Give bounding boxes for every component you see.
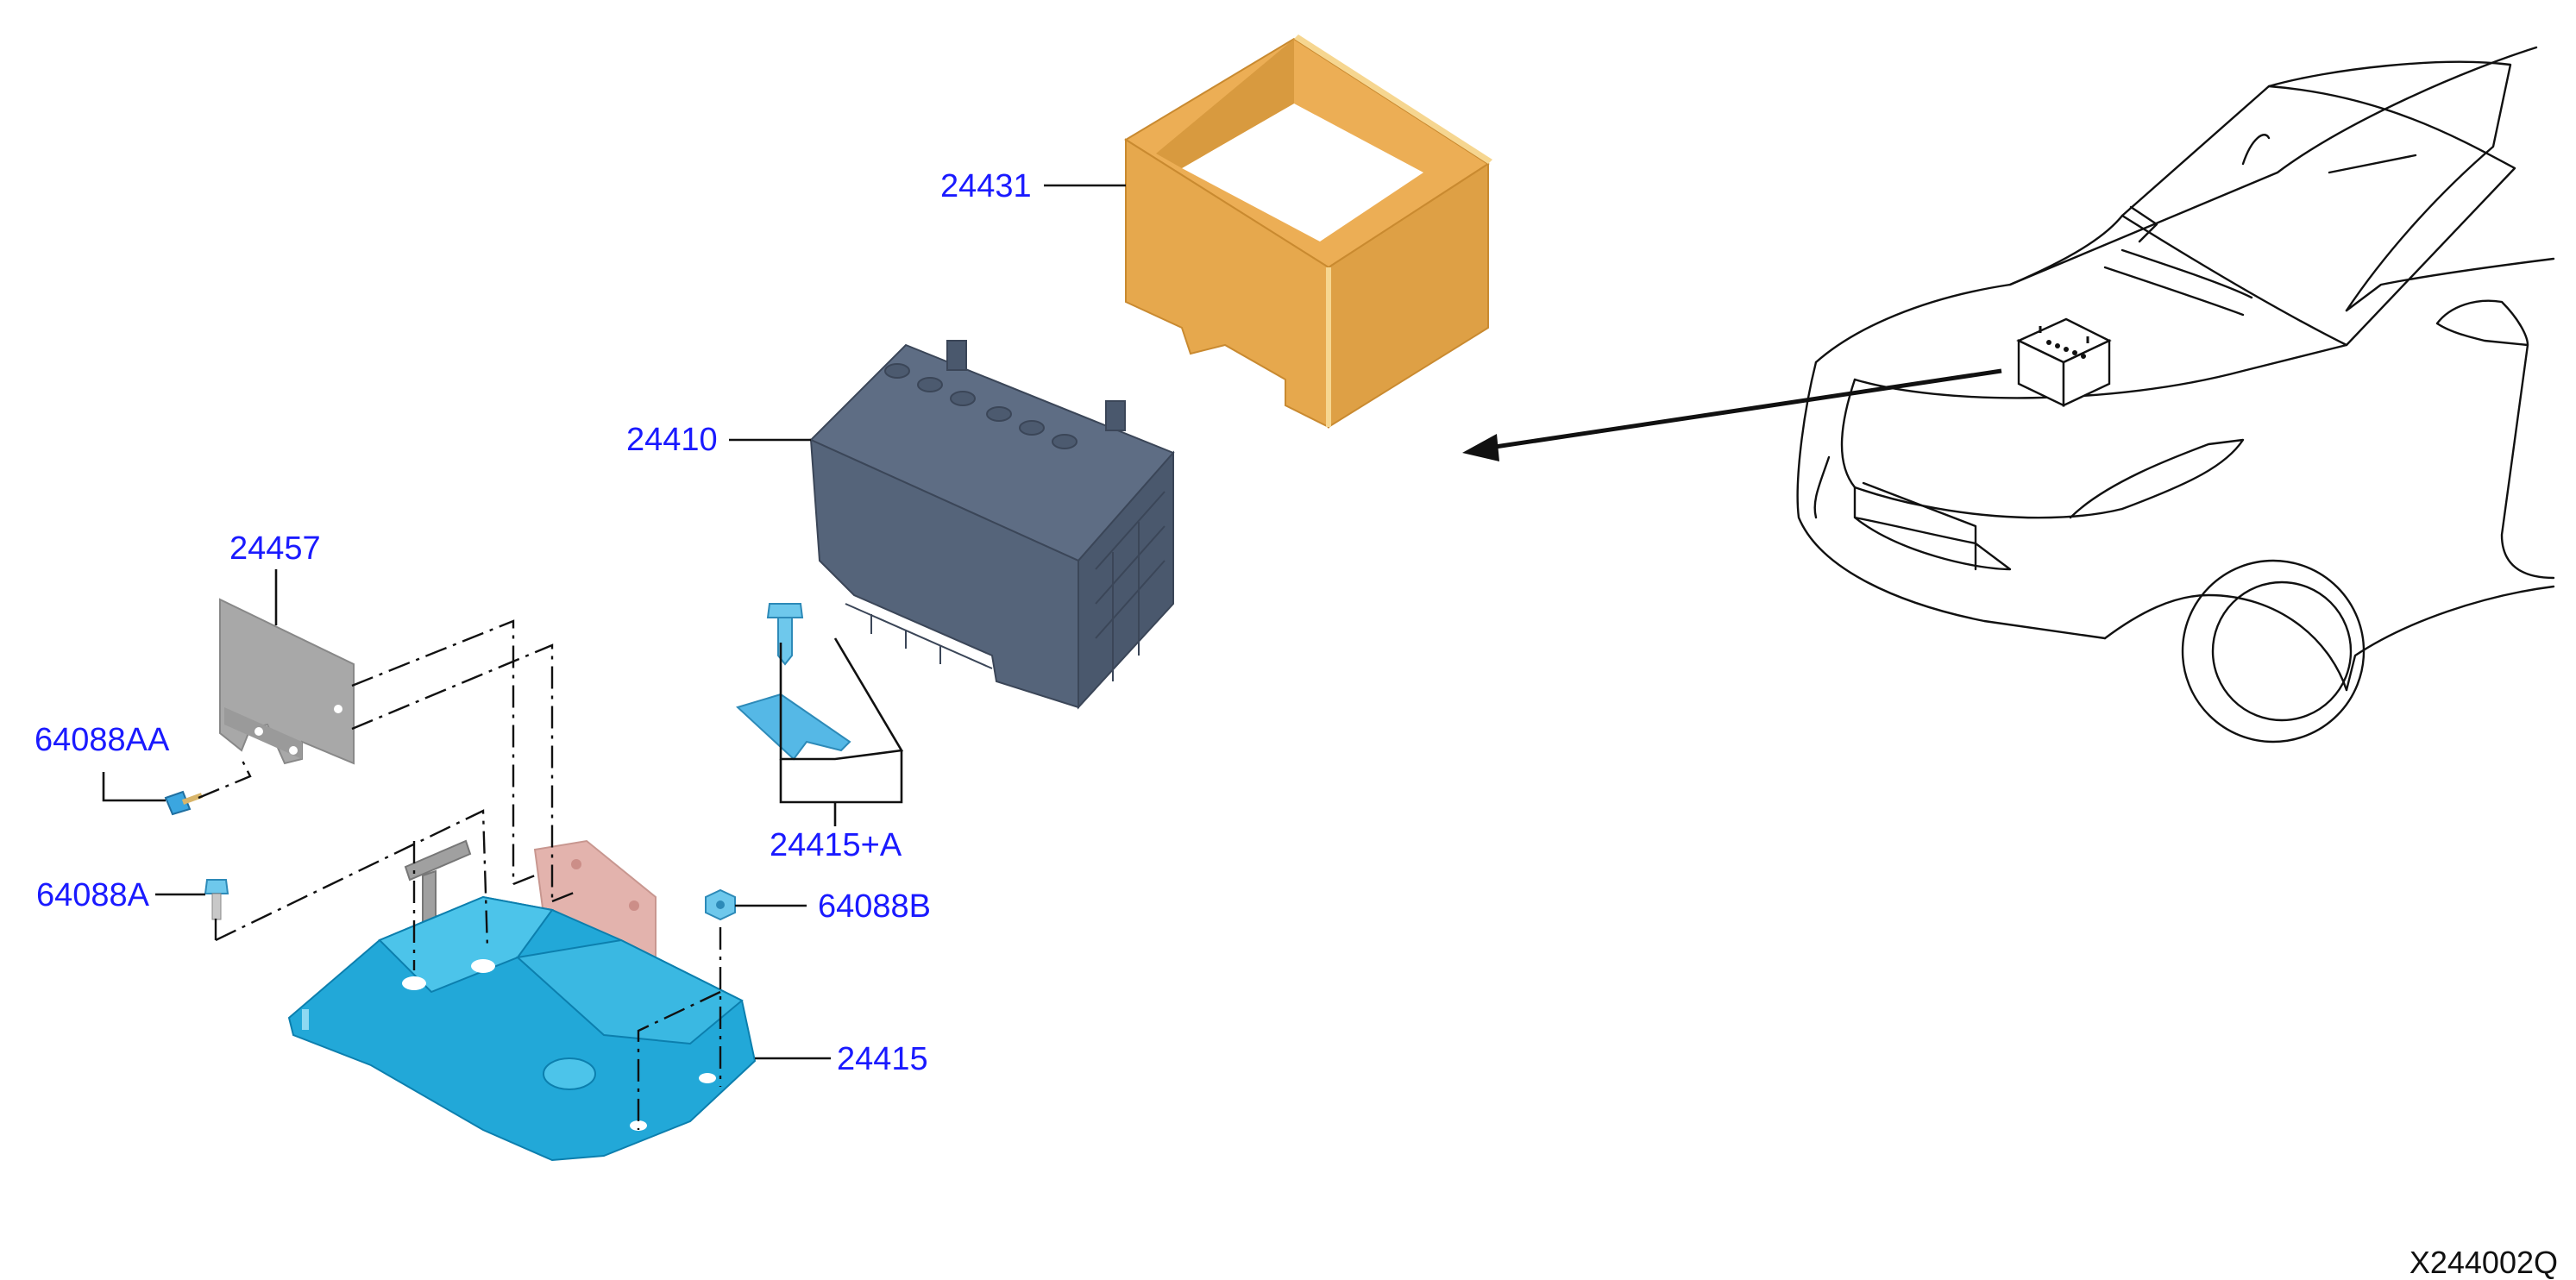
leader-lines — [102, 184, 1126, 1060]
callout-64088A: 64088A — [36, 877, 150, 913]
battery-location-icon — [2016, 317, 2112, 407]
callout-24457: 24457 — [229, 530, 321, 567]
assembly-lines — [198, 619, 722, 1130]
bolt-64088A[interactable] — [204, 879, 229, 920]
location-arrow — [1462, 368, 2002, 461]
callout-24431: 24431 — [940, 168, 1032, 204]
callout-24410: 24410 — [626, 422, 718, 458]
bolt-64088AA[interactable] — [164, 790, 204, 816]
callout-64088AA: 64088AA — [35, 722, 170, 758]
callout-64088B: 64088B — [818, 888, 931, 925]
side-bracket[interactable] — [404, 839, 472, 933]
callout-labels: 24431 24410 24457 64088AA 24415+A 64088A… — [35, 168, 1032, 1077]
nut-64088B[interactable] — [705, 888, 736, 921]
callout-24415: 24415 — [837, 1041, 928, 1077]
battery-cover[interactable] — [1124, 35, 1492, 429]
battery-clamp[interactable] — [736, 603, 851, 761]
diagram-code: X244002Q — [2410, 1245, 2558, 1280]
callout-24415A: 24415+A — [770, 827, 902, 863]
battery[interactable] — [809, 340, 1175, 710]
plate[interactable] — [219, 598, 355, 765]
car-illustration — [1796, 46, 2555, 744]
battery-tray[interactable] — [287, 895, 757, 1162]
